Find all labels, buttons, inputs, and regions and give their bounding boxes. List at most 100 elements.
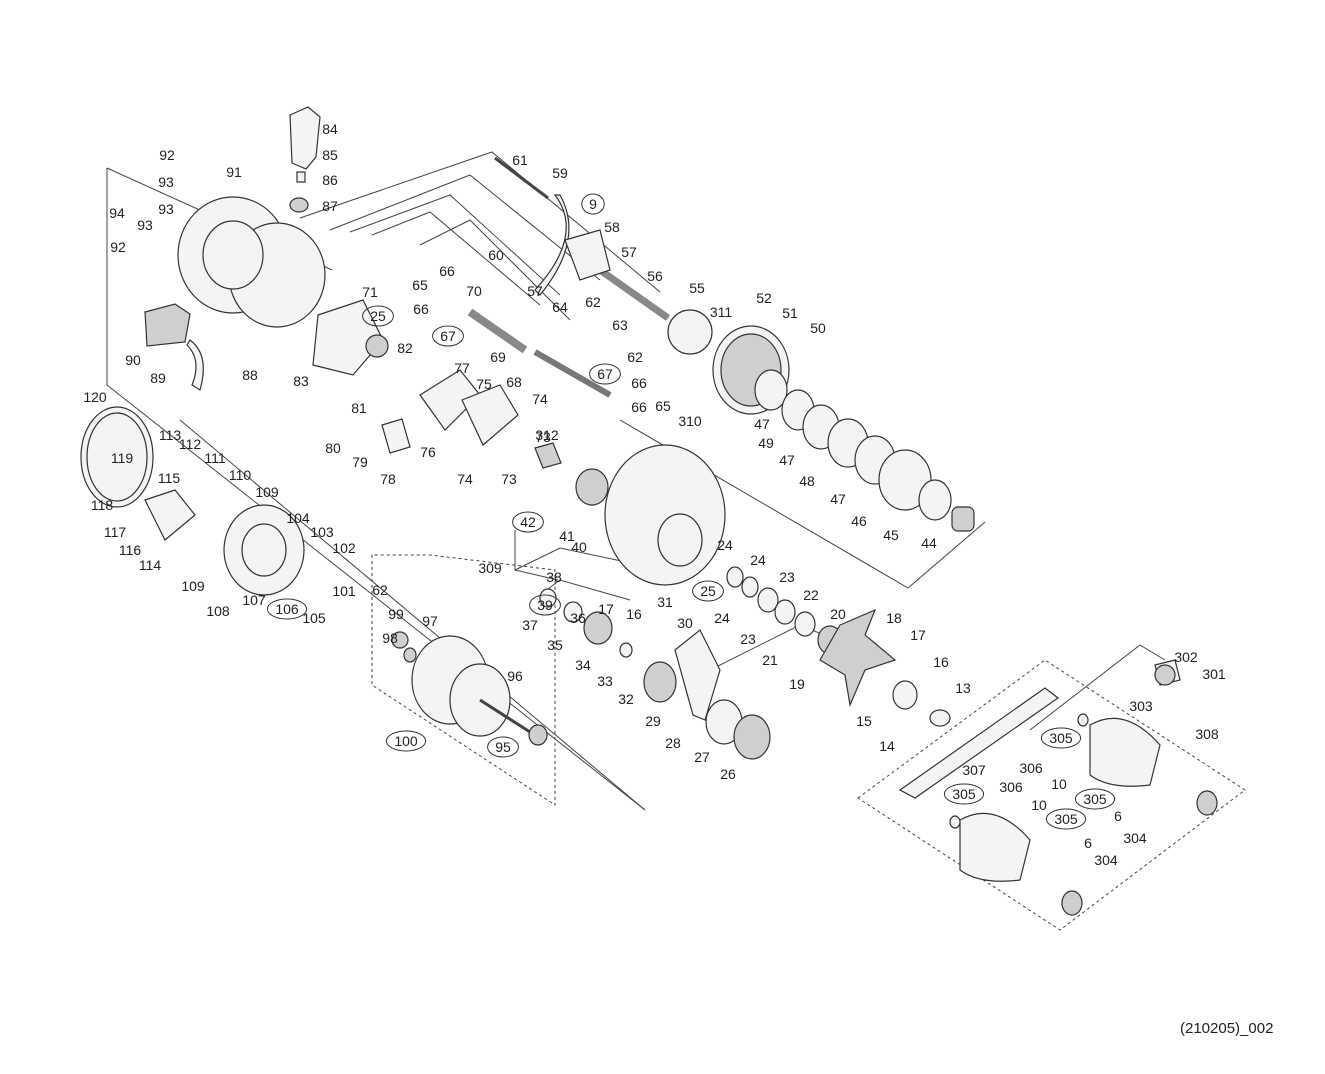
part-label-40: 40 <box>571 539 587 555</box>
part-number: 88 <box>242 367 258 383</box>
part-label-25: 25 <box>362 305 394 327</box>
part-number: 20 <box>830 606 846 622</box>
part-number: 78 <box>380 471 396 487</box>
part-label-65: 65 <box>655 398 671 414</box>
part-label-26: 26 <box>720 766 736 782</box>
part-label-20: 20 <box>830 606 846 622</box>
part-label-37: 37 <box>522 617 538 633</box>
part-number: 74 <box>457 471 473 487</box>
part-number: 90 <box>125 352 141 368</box>
part-number: 94 <box>109 205 125 221</box>
part-label-120: 120 <box>83 389 107 405</box>
part-number: 39 <box>537 597 553 613</box>
part-number: 73 <box>535 429 551 445</box>
part-label-45: 45 <box>883 527 899 543</box>
part-label-24: 24 <box>717 537 733 553</box>
part-number: 9 <box>589 196 597 212</box>
part-number: 75 <box>476 376 492 392</box>
part-label-16: 16 <box>626 606 642 622</box>
part-label-78: 78 <box>380 471 396 487</box>
part-number: 113 <box>159 427 182 443</box>
part-number: 55 <box>689 280 705 296</box>
part-number: 82 <box>397 340 413 356</box>
part-label-71: 71 <box>362 284 378 300</box>
part-label-28: 28 <box>665 735 681 751</box>
part-label-73: 73 <box>501 471 517 487</box>
part-label-312: 312 <box>535 427 559 443</box>
part-label-305: 305 <box>1040 727 1082 749</box>
part-label-74: 74 <box>457 471 473 487</box>
part-label-41: 41 <box>559 528 575 544</box>
part-number: 311 <box>710 304 733 320</box>
part-number: 89 <box>150 370 166 386</box>
part-number: 36 <box>570 610 586 626</box>
part-number: 17 <box>598 601 614 617</box>
part-number: 112 <box>179 436 202 452</box>
part-number: 40 <box>571 539 587 555</box>
part-number: 48 <box>799 473 815 489</box>
part-label-76: 76 <box>420 444 436 460</box>
part-number: 74 <box>532 391 548 407</box>
part-number: 84 <box>322 121 338 137</box>
part-number: 302 <box>1174 649 1198 665</box>
part-number: 309 <box>478 560 502 576</box>
part-label-104: 104 <box>286 510 310 526</box>
part-number: 31 <box>657 594 673 610</box>
part-label-305: 305 <box>943 783 985 805</box>
part-label-61: 61 <box>512 152 528 168</box>
part-number: 13 <box>955 680 971 696</box>
part-number: 30 <box>677 615 693 631</box>
part-number: 106 <box>275 601 299 617</box>
part-number: 49 <box>758 435 774 451</box>
part-label-93: 93 <box>158 201 174 217</box>
part-number: 62 <box>585 294 601 310</box>
part-label-85: 85 <box>322 147 338 163</box>
part-label-106: 106 <box>266 598 308 620</box>
part-label-110: 110 <box>229 467 252 483</box>
part-number: 104 <box>286 510 310 526</box>
part-number: 301 <box>1202 666 1226 682</box>
part-number: 312 <box>535 427 559 443</box>
part-number: 92 <box>159 147 175 163</box>
part-label-75: 75 <box>476 376 492 392</box>
part-number: 115 <box>158 470 181 486</box>
part-number: 64 <box>552 299 568 315</box>
part-label-33: 33 <box>597 673 613 689</box>
part-number: 70 <box>466 283 482 299</box>
part-number: 304 <box>1094 852 1118 868</box>
part-number: 69 <box>490 349 506 365</box>
part-number: 47 <box>754 416 770 432</box>
part-number: 118 <box>91 497 114 513</box>
part-label-109: 109 <box>255 484 279 500</box>
part-label-66: 66 <box>439 263 455 279</box>
part-number: 45 <box>883 527 899 543</box>
part-label-79: 79 <box>352 454 368 470</box>
part-label-95: 95 <box>487 736 519 758</box>
part-label-66: 66 <box>413 301 429 317</box>
part-number: 97 <box>422 613 438 629</box>
part-label-118: 118 <box>91 497 114 513</box>
part-number: 73 <box>501 471 517 487</box>
part-number: 108 <box>206 603 230 619</box>
part-number: 93 <box>158 201 174 217</box>
part-number: 120 <box>83 389 107 405</box>
part-label-112: 112 <box>179 436 202 452</box>
part-number: 100 <box>394 733 418 749</box>
part-label-87: 87 <box>322 198 338 214</box>
part-number: 41 <box>559 528 575 544</box>
part-number: 46 <box>851 513 867 529</box>
part-number: 6 <box>1084 835 1092 851</box>
part-number: 119 <box>111 450 134 466</box>
part-label-circle <box>943 783 985 805</box>
part-shapes <box>80 106 1218 916</box>
part-label-62: 62 <box>627 349 643 365</box>
part-label-23: 23 <box>740 631 756 647</box>
part-label-9: 9 <box>581 193 605 215</box>
part-label-73: 73 <box>535 429 551 445</box>
part-label-83: 83 <box>293 373 309 389</box>
part-number: 23 <box>779 569 795 585</box>
part-label-29: 29 <box>645 713 661 729</box>
part-number: 306 <box>999 779 1023 795</box>
